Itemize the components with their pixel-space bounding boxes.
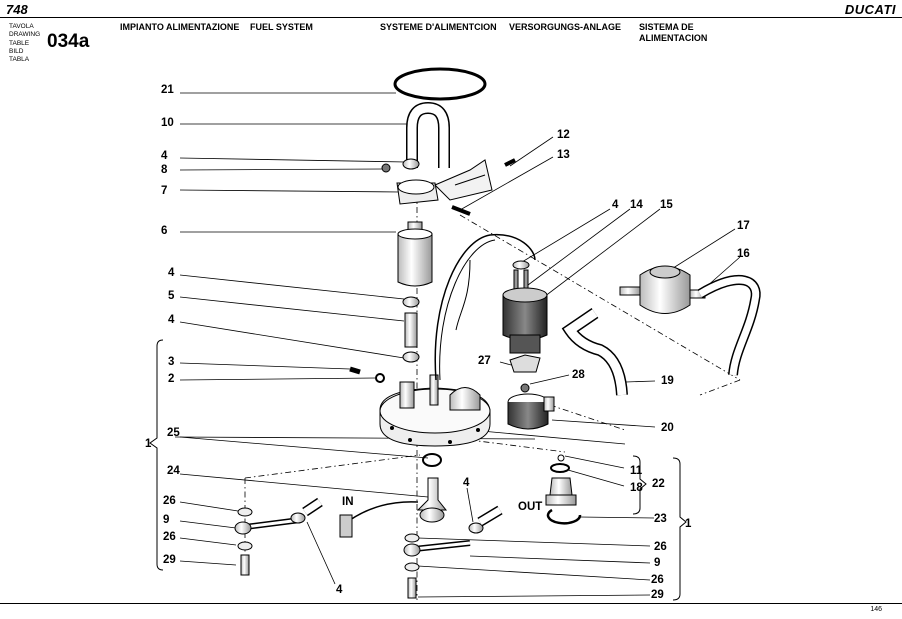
hose-clamp-4 — [402, 158, 420, 170]
callout: 28 — [572, 369, 585, 381]
title-english: FUEL SYSTEM — [250, 22, 313, 32]
callout: 1 — [685, 518, 692, 530]
washer-26c — [404, 533, 420, 543]
pump-wires — [434, 234, 536, 381]
brand-logo-text: DUCATI — [844, 2, 896, 17]
title-italian: IMPIANTO ALIMENTAZIONE — [120, 22, 240, 32]
assembly-centerlines — [244, 180, 741, 600]
o-ring-18 — [550, 463, 570, 473]
header-rule — [0, 17, 902, 18]
callout: 17 — [737, 220, 750, 232]
seal-25 — [422, 453, 442, 467]
screw-13 — [451, 205, 471, 216]
callout: 12 — [557, 129, 570, 141]
callout: 15 — [660, 199, 673, 211]
clip-27 — [509, 354, 541, 373]
callout: 13 — [557, 149, 570, 161]
pump-clamp-4 — [512, 260, 530, 270]
filter-sock-20 — [507, 402, 549, 430]
callout: 20 — [661, 422, 674, 434]
callout: 5 — [168, 290, 175, 302]
title-french: SYSTEME D'ALIMENTCION — [380, 22, 497, 32]
callout: 4 — [612, 199, 619, 211]
callout: 2 — [168, 373, 174, 385]
model-number: 748 — [6, 2, 28, 17]
callout: 11 — [630, 465, 643, 477]
drawing-label-block: TAVOLA DRAWING TABLE BILD TABLA — [9, 23, 43, 64]
valve-22 — [549, 477, 573, 496]
callout: 23 — [654, 513, 667, 525]
bolt-29 — [240, 554, 250, 576]
callout: 4 — [168, 314, 175, 326]
short-hose-5 — [404, 312, 418, 348]
callout: 7 — [161, 185, 167, 197]
hose-clamp-4c — [402, 351, 420, 363]
callout-labels: 21 10 4 8 7 6 4 5 4 3 2 25 24 26 9 26 29… — [145, 84, 750, 601]
callout: 29 — [651, 589, 664, 601]
callout: 8 — [161, 164, 168, 176]
fitting-11 — [557, 454, 565, 462]
washer-26b — [237, 541, 253, 551]
drawing-label-de: BILD — [9, 47, 24, 55]
fuel-filter-6 — [397, 233, 433, 287]
drawing-label-en: DRAWING — [9, 31, 41, 39]
callout: 14 — [630, 199, 643, 211]
fitting-24 — [416, 477, 448, 511]
electrical-connector — [339, 514, 353, 538]
callout: 10 — [161, 117, 174, 129]
snap-ring-23 — [546, 508, 582, 525]
callout: 27 — [478, 355, 491, 367]
inlet-label: IN — [342, 496, 354, 508]
callout: 4 — [336, 584, 343, 596]
connector-cable — [349, 501, 419, 521]
title-spanish: SISTEMA DE ALIMENTACION — [639, 22, 708, 43]
drawing-number: 034a — [47, 31, 90, 52]
screw-12 — [504, 158, 516, 167]
washer-26a — [237, 507, 253, 517]
callout: 1 — [145, 438, 152, 450]
callout: 4 — [463, 477, 470, 489]
callout: 22 — [652, 478, 665, 490]
clamp-4-right — [468, 522, 484, 534]
drawing-label-es: TABLA — [9, 56, 30, 64]
brackets — [149, 339, 687, 601]
drawing-label-it: TAVOLA — [9, 23, 34, 30]
bolt-29b — [407, 577, 417, 599]
callout: 26 — [651, 574, 664, 586]
callout: 6 — [161, 225, 167, 237]
callout: 4 — [161, 150, 168, 162]
callout: 26 — [163, 531, 176, 543]
o-ring-21 — [393, 67, 487, 101]
screw-3 — [349, 366, 361, 375]
washer-2 — [375, 373, 385, 383]
callout: 19 — [661, 375, 674, 387]
callout: 9 — [654, 557, 660, 569]
callout: 4 — [168, 267, 175, 279]
callout: 9 — [163, 514, 169, 526]
hose-clamp-4b — [402, 296, 420, 308]
clamp-4-left — [290, 512, 306, 524]
callout: 25 — [167, 427, 180, 439]
nut-28 — [520, 383, 530, 393]
callout: 16 — [737, 248, 750, 260]
washer-26d — [404, 562, 420, 572]
callout: 26 — [654, 541, 667, 553]
callout: 21 — [161, 84, 174, 96]
callout: 26 — [163, 495, 176, 507]
callout: 24 — [167, 465, 180, 477]
callout: 18 — [630, 482, 643, 494]
callout: 3 — [168, 356, 174, 368]
callout: 29 — [163, 554, 176, 566]
nut-8 — [381, 163, 391, 173]
drawing-label-fr: TABLE — [9, 39, 30, 47]
outlet-label: OUT — [518, 501, 542, 513]
footer-rule — [0, 603, 902, 604]
page-number: 146 — [870, 606, 882, 613]
title-german: VERSORGUNGS-ANLAGE — [509, 22, 622, 32]
